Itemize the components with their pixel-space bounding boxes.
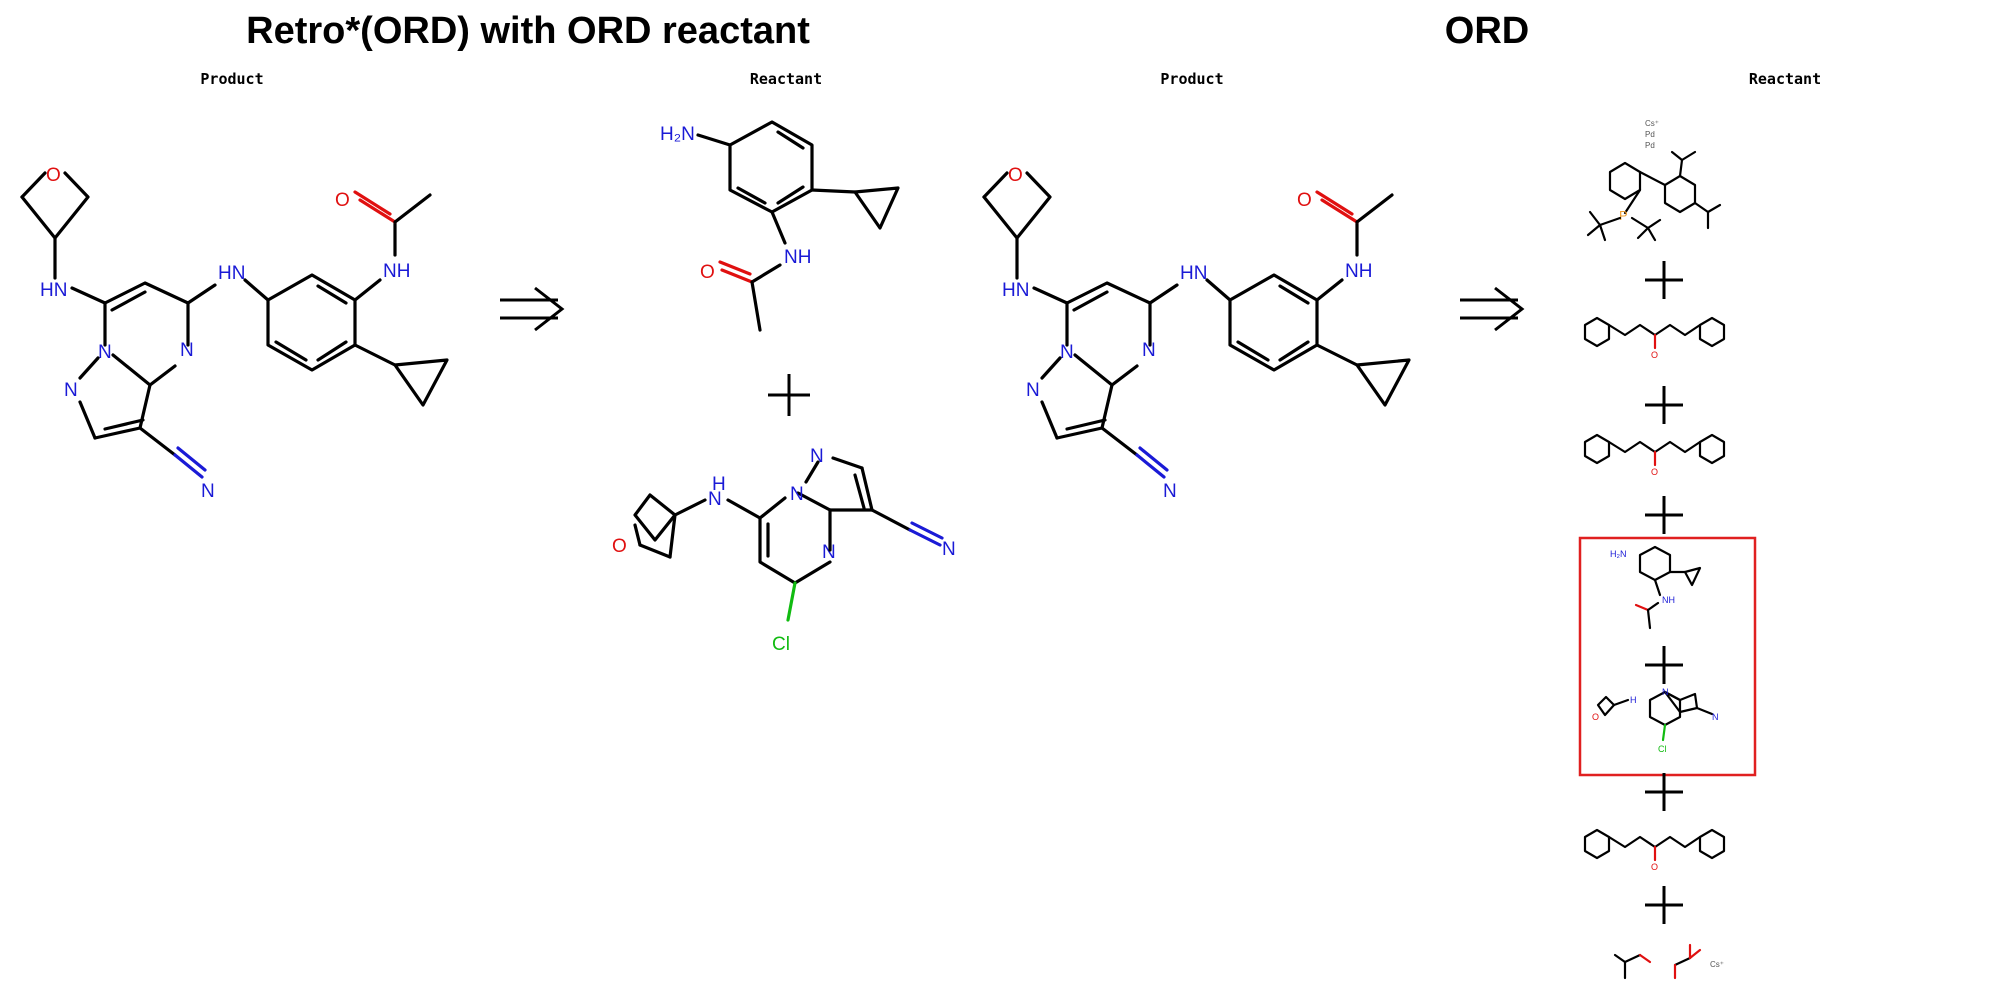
atom-n-pyrazole-r: N (810, 446, 824, 467)
atom-o-carbonyl: O (1297, 190, 1312, 211)
atom-hn: HN (1002, 280, 1029, 301)
label-product-right: Product (1160, 70, 1224, 88)
molecule-dba-2: O (1583, 433, 1726, 477)
atom-nh-top: H (712, 474, 726, 495)
atom-n-ring: N (822, 542, 836, 563)
atom-o-dba2: O (1651, 467, 1658, 477)
molecule-dmf-carbonate: Cs⁺ (1613, 943, 1724, 980)
atom-hn: HN (40, 280, 67, 301)
atom-hn-small: H (1630, 695, 1637, 705)
atom-cl: Cl (772, 634, 790, 655)
plus-left (768, 374, 810, 416)
molecule-reactant-aniline: H₂N NH O (660, 120, 900, 332)
atom-nh-link: HN (1180, 263, 1207, 284)
molecule-product-left: O HN N N N N HN NH (20, 165, 449, 502)
plus-right-6 (1645, 886, 1683, 924)
atom-h2n: H₂N (660, 124, 695, 145)
retro-arrow-right (1460, 286, 1525, 332)
plus-right-5 (1645, 773, 1683, 811)
atom-n-bridge-r: N (790, 484, 804, 505)
atom-nh-amide: NH (1345, 261, 1372, 282)
label-reactant-right: Reactant (1748, 70, 1822, 88)
atom-o-carbonyl: O (335, 190, 350, 211)
atom-nh-small: NH (1662, 595, 1675, 605)
label-product-left: Product (200, 70, 264, 88)
retro-arrow-left (500, 286, 565, 332)
molecule-chloropyrimidine-small: O H N N Cl (1592, 687, 1719, 754)
atom-o-small: O (1592, 712, 1599, 722)
plus-right-2 (1645, 386, 1683, 424)
atom-h2n-small: H₂N (1610, 549, 1627, 559)
label-reactant-left: Reactant (749, 70, 823, 88)
title-left: Retro*(ORD) with ORD reactant (246, 10, 810, 52)
atom-nh-link: HN (218, 263, 245, 284)
molecule-product-right: O HN N N N N HN NH O (982, 165, 1411, 502)
atom-n-pyrazole: N (64, 380, 78, 401)
atom-n-bridge: N (98, 342, 112, 363)
atom-n: N (180, 340, 194, 361)
molecule-reactant-chloropyrimidine: O H N N N N N Cl (612, 446, 956, 655)
plus-right-3 (1645, 496, 1683, 534)
atom-p: P (1619, 208, 1628, 223)
title-right: ORD (1444, 10, 1530, 52)
atom-n-nitrile-r: N (942, 539, 956, 560)
atom-pd-1: Pd (1645, 130, 1655, 139)
atom-n-link: N (708, 489, 722, 510)
atom-nh-reactant: NH (784, 247, 811, 268)
atom-n-nitrile-small: N (1712, 712, 1719, 722)
plus-right-4 (1645, 646, 1683, 684)
atom-o-dba1: O (1651, 350, 1658, 360)
atom-n: N (1142, 340, 1156, 361)
atom-n-nitrile: N (201, 481, 215, 502)
atom-n-nitrile: N (1163, 481, 1177, 502)
atom-n-pyrazole: N (1026, 380, 1040, 401)
plus-right-1 (1645, 261, 1683, 299)
atom-pd-2: Pd (1645, 141, 1655, 150)
molecule-aniline-small: H₂N NH (1610, 545, 1702, 630)
atom-o-dba3: O (1651, 862, 1658, 872)
atom-cs-bottom: Cs⁺ (1710, 960, 1724, 969)
atom-o-reactant: O (700, 262, 715, 283)
atom-n-bridge: N (1060, 342, 1074, 363)
atom-o-oxetane: O (612, 536, 627, 557)
atom-cs-top: Cs⁺ (1645, 119, 1659, 128)
highlight-box (1578, 536, 1757, 777)
atom-o: O (46, 165, 61, 186)
molecule-dba-1: O (1583, 316, 1726, 360)
molecule-dba-3: O (1583, 828, 1726, 872)
atom-n-small: N (1662, 687, 1669, 697)
atom-o: O (1008, 165, 1023, 186)
atom-nh-amide: NH (383, 261, 410, 282)
molecule-catalyst: Cs⁺ Pd Pd P (1586, 119, 1722, 242)
atom-cl-small: Cl (1658, 744, 1667, 754)
